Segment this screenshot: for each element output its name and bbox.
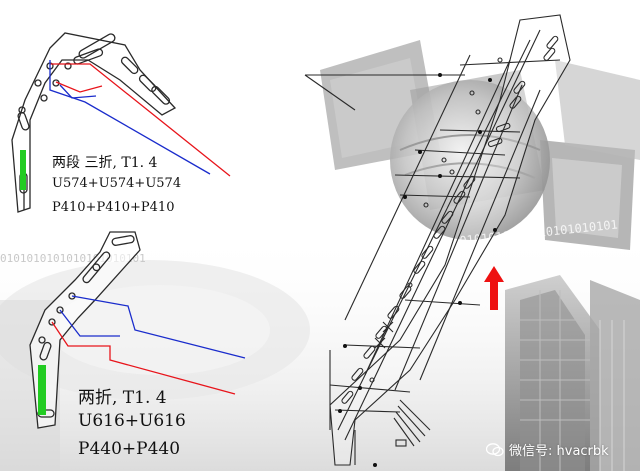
- red-line-upper-2: [55, 81, 103, 93]
- wechat-icon: [486, 442, 504, 456]
- label-top-line1: 两段 三折, T1. 4: [52, 155, 158, 171]
- label-bottom-line1: 两折, T1. 4: [78, 388, 167, 408]
- green-marker-upper: [20, 150, 26, 190]
- bracket-two-fold: [29, 231, 141, 429]
- blue-line-lower: [71, 295, 246, 359]
- label-top-line3: P410+P410+P410: [52, 200, 175, 215]
- watermark-text: 微信号: hvacrbk: [509, 444, 609, 459]
- label-bottom-line2: U616+U616: [78, 411, 186, 431]
- watermark: 微信号: hvacrbk: [486, 440, 609, 459]
- red-line-upper: [50, 63, 231, 177]
- label-top-line2: U574+U574+U574: [52, 176, 182, 191]
- label-bottom-line3: P440+P440: [78, 439, 181, 459]
- long-rail-drawing: [304, 14, 571, 466]
- red-line-lower: [51, 321, 236, 395]
- blue-line-upper: [49, 60, 211, 175]
- direction-arrow: [484, 266, 504, 310]
- blue-line-upper-2: [59, 84, 97, 99]
- green-marker-lower: [38, 365, 46, 415]
- rail-dots: [338, 73, 497, 467]
- blue-line-lower-2: [59, 309, 120, 337]
